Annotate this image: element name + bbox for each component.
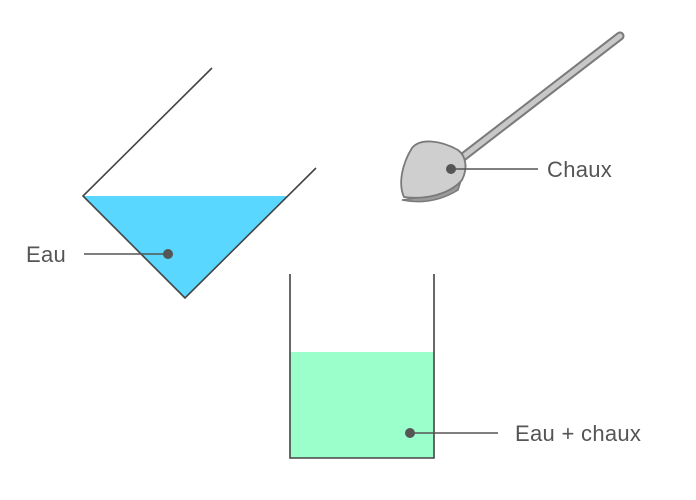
tilted-beaker-icon (81, 67, 317, 300)
tilted-beaker-outline (81, 67, 317, 300)
water-pointer (84, 249, 173, 259)
spoon-handle (456, 33, 623, 163)
mixture-pointer (405, 428, 498, 438)
beaker-icon (289, 274, 435, 459)
water-label: Eau (26, 242, 66, 267)
water-fill (83, 196, 288, 298)
beaker-outline (289, 274, 435, 459)
mixture-fill (290, 352, 434, 458)
lime-label: Chaux (547, 157, 612, 182)
lime-pointer (446, 164, 538, 174)
spoon-icon (400, 31, 625, 203)
spoon-bowl (400, 140, 467, 199)
mixture-label: Eau + chaux (515, 421, 641, 446)
